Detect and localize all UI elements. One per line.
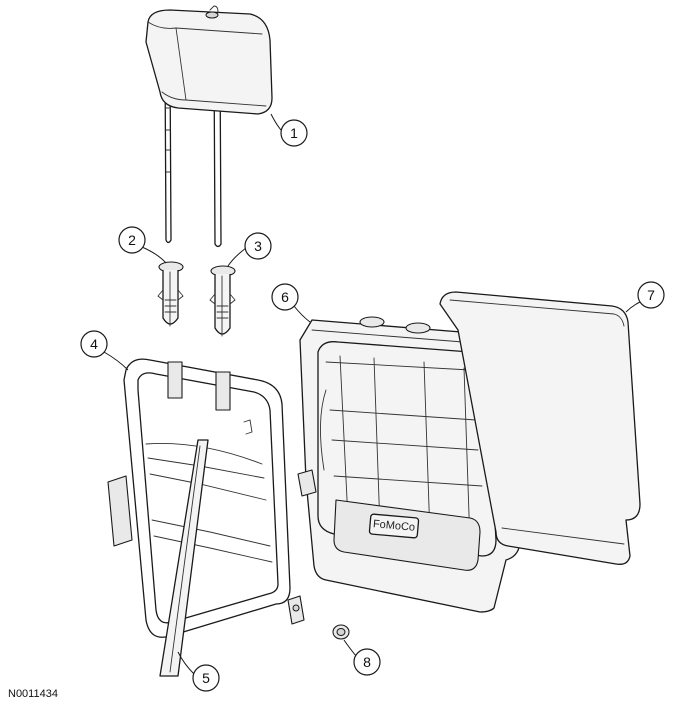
- svg-text:5: 5: [202, 670, 210, 686]
- callout-1: 1: [270, 113, 308, 147]
- headrest-guide-left: [157, 261, 184, 327]
- svg-text:7: 7: [647, 287, 655, 303]
- support-strap: [159, 439, 209, 677]
- svg-text:2: 2: [128, 232, 136, 248]
- svg-text:6: 6: [281, 289, 289, 305]
- callout-2: 2: [118, 226, 167, 264]
- fastener-clip: [332, 624, 350, 640]
- seatback-frame: [107, 358, 305, 638]
- callout-5: 5: [177, 651, 220, 692]
- headrest: [145, 5, 273, 248]
- headrest-guide-right: [209, 265, 236, 337]
- seatback-rear-panel: [439, 291, 641, 565]
- svg-text:8: 8: [363, 654, 371, 670]
- callout-6: 6: [271, 283, 311, 323]
- callout-3: 3: [227, 232, 272, 267]
- fomoco-logo-text: FoMoCo: [372, 518, 415, 534]
- figure-id: N0011434: [8, 688, 58, 700]
- svg-text:4: 4: [90, 336, 98, 352]
- callout-8: 8: [343, 639, 381, 676]
- callout-4: 4: [80, 330, 129, 371]
- callout-7: 7: [625, 281, 665, 313]
- svg-text:1: 1: [290, 125, 298, 141]
- svg-text:3: 3: [254, 238, 262, 254]
- callouts: 1 2 3 4 5 6 7: [80, 113, 665, 692]
